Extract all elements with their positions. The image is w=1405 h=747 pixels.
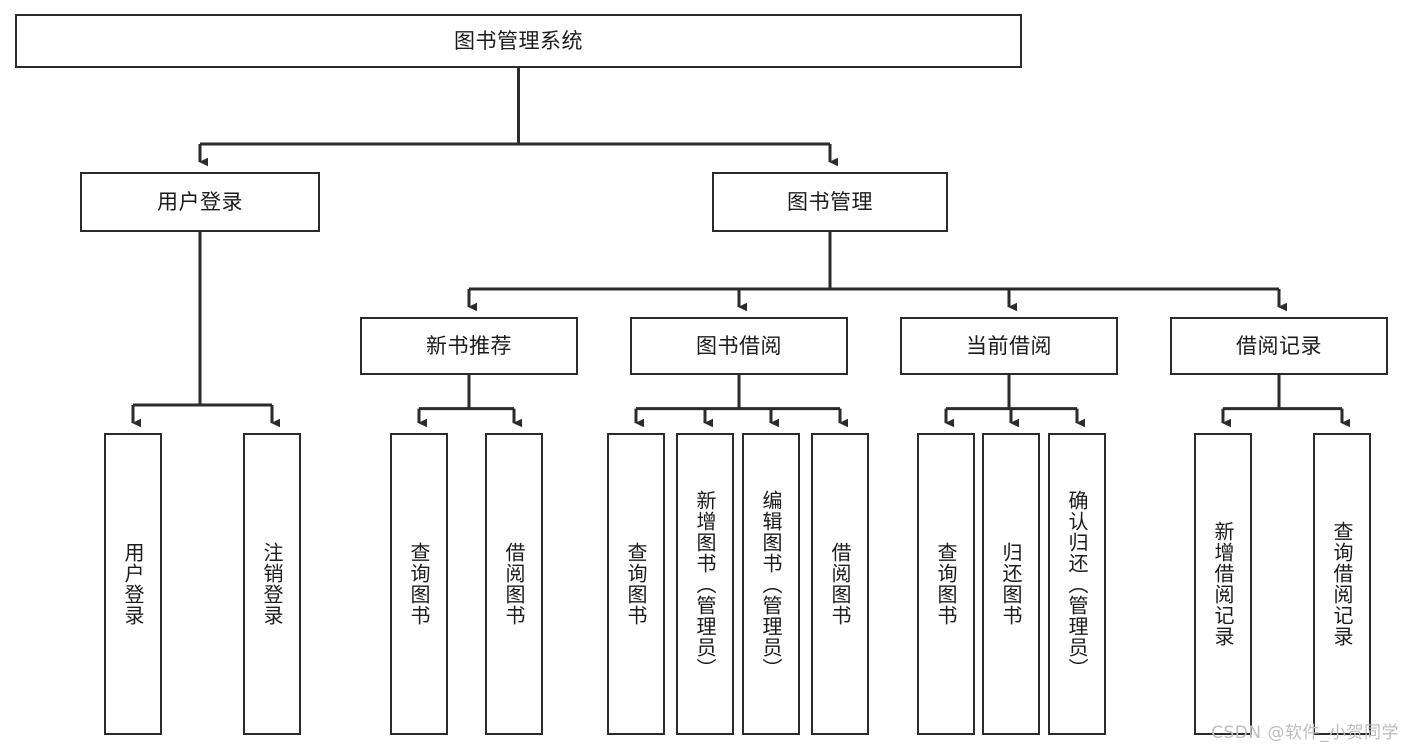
node-label: 编辑图书（管理员） <box>759 489 783 679</box>
node-root[interactable]: 图书管理系统 <box>15 14 1022 68</box>
node-label: 借阅记录 <box>1236 333 1322 358</box>
node-label: 注销登录 <box>260 542 284 626</box>
node-leaf-borrow-book-rec[interactable]: 借阅图书 <box>485 433 543 735</box>
node-leaf-add-book-admin[interactable]: 新增图书（管理员） <box>676 433 734 735</box>
node-leaf-add-borrow-record[interactable]: 新增借阅记录 <box>1194 433 1252 735</box>
node-label: 用户登录 <box>157 189 243 214</box>
node-current-borrow[interactable]: 当前借阅 <box>900 317 1118 375</box>
node-new-book-recommend[interactable]: 新书推荐 <box>360 317 578 375</box>
node-label: 借阅图书 <box>828 542 852 626</box>
node-book-manage[interactable]: 图书管理 <box>712 172 948 232</box>
node-leaf-query-borrow-record[interactable]: 查询借阅记录 <box>1313 433 1371 735</box>
node-label: 查询借阅记录 <box>1330 521 1354 647</box>
node-label: 查询图书 <box>407 542 431 626</box>
node-label: 确认归还（管理员） <box>1065 489 1089 679</box>
node-label: 图书管理 <box>787 189 873 214</box>
node-label: 查询图书 <box>934 542 958 626</box>
node-leaf-query-book-cur[interactable]: 查询图书 <box>917 433 975 735</box>
node-label: 图书管理系统 <box>454 28 583 53</box>
node-borrow-record[interactable]: 借阅记录 <box>1170 317 1388 375</box>
node-label: 图书借阅 <box>696 333 782 358</box>
node-leaf-query-book-rec[interactable]: 查询图书 <box>390 433 448 735</box>
node-label: 新增借阅记录 <box>1211 521 1235 647</box>
node-leaf-return-book[interactable]: 归还图书 <box>982 433 1040 735</box>
node-leaf-confirm-return-admin[interactable]: 确认归还（管理员） <box>1048 433 1106 735</box>
node-book-borrow[interactable]: 图书借阅 <box>630 317 848 375</box>
node-label: 归还图书 <box>999 542 1023 626</box>
node-leaf-query-book-bor[interactable]: 查询图书 <box>607 433 665 735</box>
node-label: 当前借阅 <box>966 333 1052 358</box>
node-leaf-user-login[interactable]: 用户登录 <box>104 433 162 735</box>
node-label: 新书推荐 <box>426 333 512 358</box>
node-label: 查询图书 <box>624 542 648 626</box>
node-label: 借阅图书 <box>502 542 526 626</box>
node-leaf-user-logout[interactable]: 注销登录 <box>243 433 301 735</box>
node-leaf-edit-book-admin[interactable]: 编辑图书（管理员） <box>742 433 800 735</box>
node-leaf-borrow-book-bor[interactable]: 借阅图书 <box>811 433 869 735</box>
node-label: 新增图书（管理员） <box>693 489 717 679</box>
node-label: 用户登录 <box>121 542 145 626</box>
node-user-login[interactable]: 用户登录 <box>80 172 320 232</box>
